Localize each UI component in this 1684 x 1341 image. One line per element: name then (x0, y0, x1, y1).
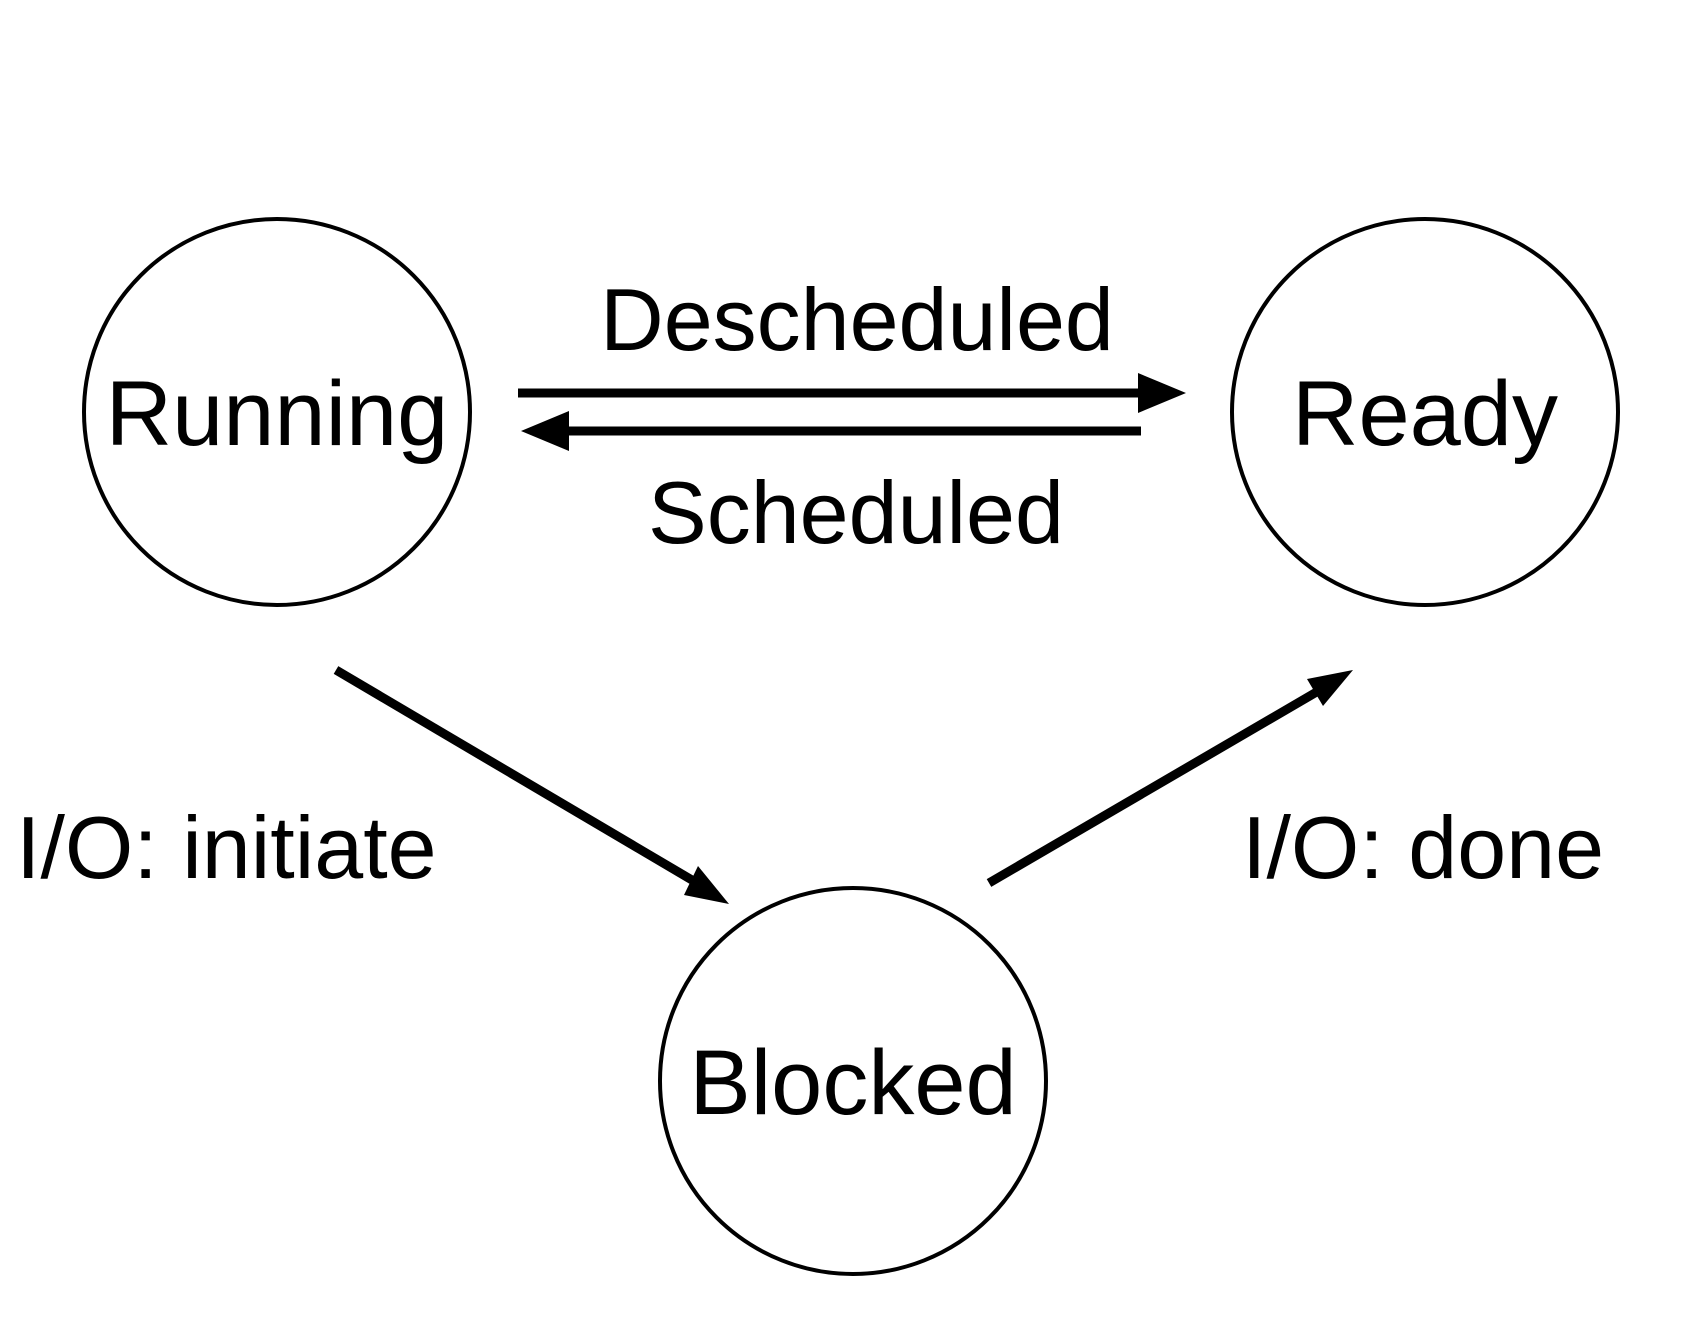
io-initiate-label: I/O: initiate (16, 798, 437, 897)
state-blocked[interactable]: Blocked (658, 886, 1048, 1276)
state-ready-label: Ready (1292, 363, 1558, 465)
scheduled-label: Scheduled (648, 463, 1064, 562)
io-done-arrowhead (1307, 670, 1353, 706)
transition-io-initiate: I/O: initiate (16, 666, 729, 904)
io-done-label: I/O: done (1242, 798, 1604, 897)
state-ready-circle (1230, 217, 1620, 607)
state-blocked-circle (658, 886, 1048, 1276)
descheduled-label: Descheduled (600, 270, 1114, 369)
descheduled-arrowhead (1138, 373, 1186, 413)
transition-io-done: I/O: done (986, 670, 1604, 897)
state-running-label: Running (106, 363, 449, 465)
transition-descheduled: Descheduled (518, 270, 1186, 413)
io-initiate-arrowhead (684, 866, 729, 904)
state-running-circle (82, 217, 472, 607)
scheduled-arrowhead (521, 411, 569, 451)
transition-scheduled: Scheduled (521, 411, 1141, 562)
state-running[interactable]: Running (82, 217, 472, 607)
io-done-arrow-line (986, 686, 1323, 887)
state-ready[interactable]: Ready (1230, 217, 1620, 607)
state-blocked-label: Blocked (689, 1032, 1016, 1134)
io-initiate-arrow-line (333, 666, 700, 887)
